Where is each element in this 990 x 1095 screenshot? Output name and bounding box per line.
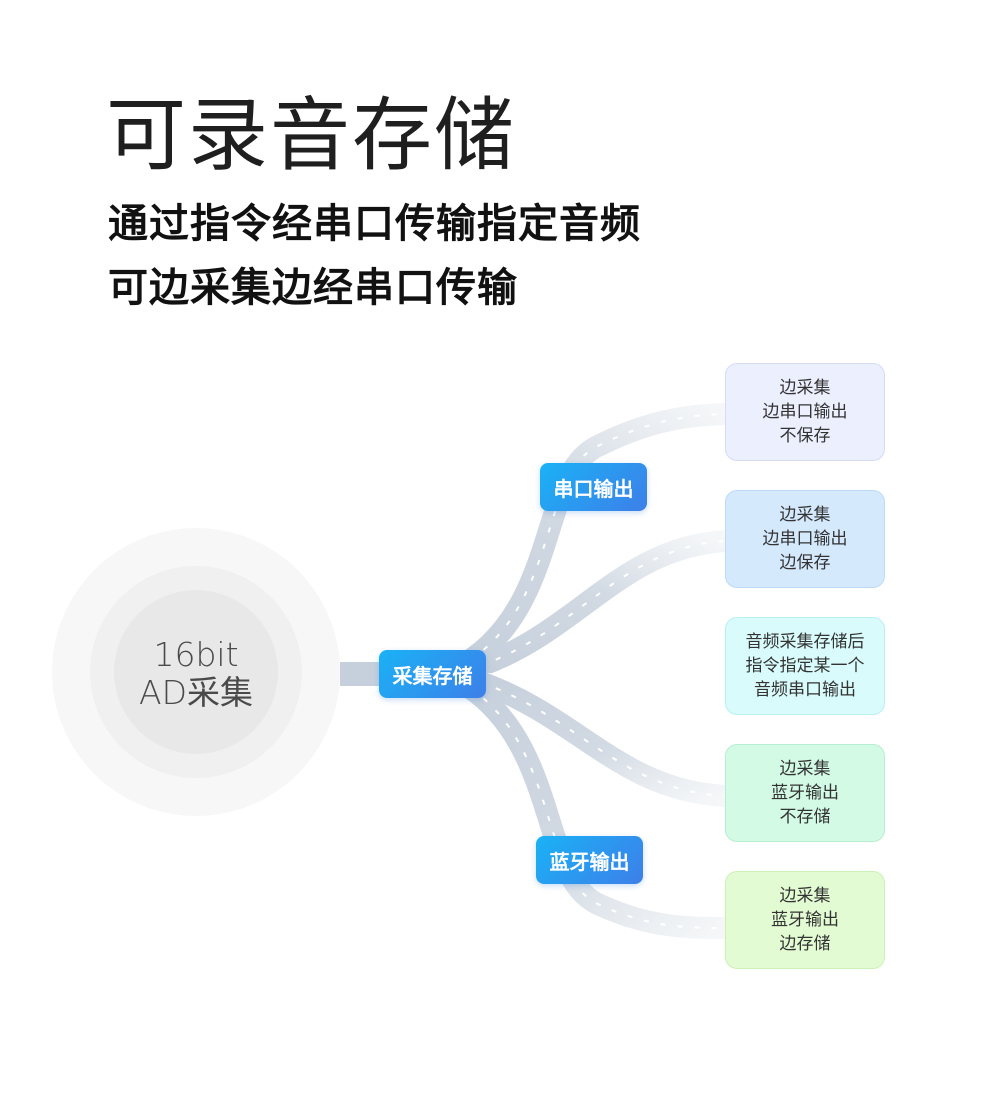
card-1: 边采集 边串口输出 不保存	[725, 363, 885, 461]
road-dash-5	[469, 687, 726, 929]
card-3-line-2: 指令指定某一个	[745, 656, 865, 676]
center-circle-inner	[114, 590, 278, 754]
card-2: 边采集 边串口输出 边保存	[725, 490, 885, 588]
card-4-line-3: 不存储	[779, 807, 831, 827]
road-dash-4	[479, 681, 726, 797]
center-label-line-2: AD采集	[139, 673, 253, 712]
subtitle-line-1: 通过指令经串口传输指定音频	[108, 201, 641, 247]
card-3: 音频采集存储后 指令指定某一个 音频串口输出	[725, 617, 885, 715]
card-5-line-2: 蓝牙输出	[771, 910, 839, 930]
card-2-line-1: 边采集	[779, 505, 831, 525]
card-3-line-3: 音频串口输出	[754, 680, 856, 700]
road-dash-2	[479, 540, 726, 667]
card-2-line-3: 边保存	[779, 553, 831, 573]
card-2-line-2: 边串口输出	[762, 529, 848, 549]
card-1-line-2: 边串口输出	[762, 402, 848, 422]
card-1-line-3: 不保存	[779, 426, 831, 446]
card-1-line-1: 边采集	[779, 378, 831, 398]
page-title: 可录音存储	[106, 89, 516, 182]
road-branch-5	[463, 678, 726, 939]
card-5: 边采集 蓝牙输出 边存储	[725, 871, 885, 969]
card-3-line-1: 音频采集存储后	[745, 632, 865, 652]
node-serial-output: 串口输出	[540, 463, 647, 511]
center-label-line-1: 16bit	[153, 635, 239, 674]
card-4: 边采集 蓝牙输出 不存储	[725, 744, 885, 842]
node-bluetooth-output: 蓝牙输出	[536, 836, 643, 884]
center-label: 16bit AD采集	[114, 636, 278, 712]
card-4-line-1: 边采集	[779, 759, 831, 779]
card-5-line-3: 边存储	[779, 934, 831, 954]
subtitle-line-2: 可边采集边经串口传输	[108, 265, 518, 311]
card-5-line-1: 边采集	[779, 886, 831, 906]
card-4-line-2: 蓝牙输出	[771, 783, 839, 803]
node-capture-storage: 采集存储	[379, 650, 486, 698]
road-dash-1	[469, 413, 726, 661]
